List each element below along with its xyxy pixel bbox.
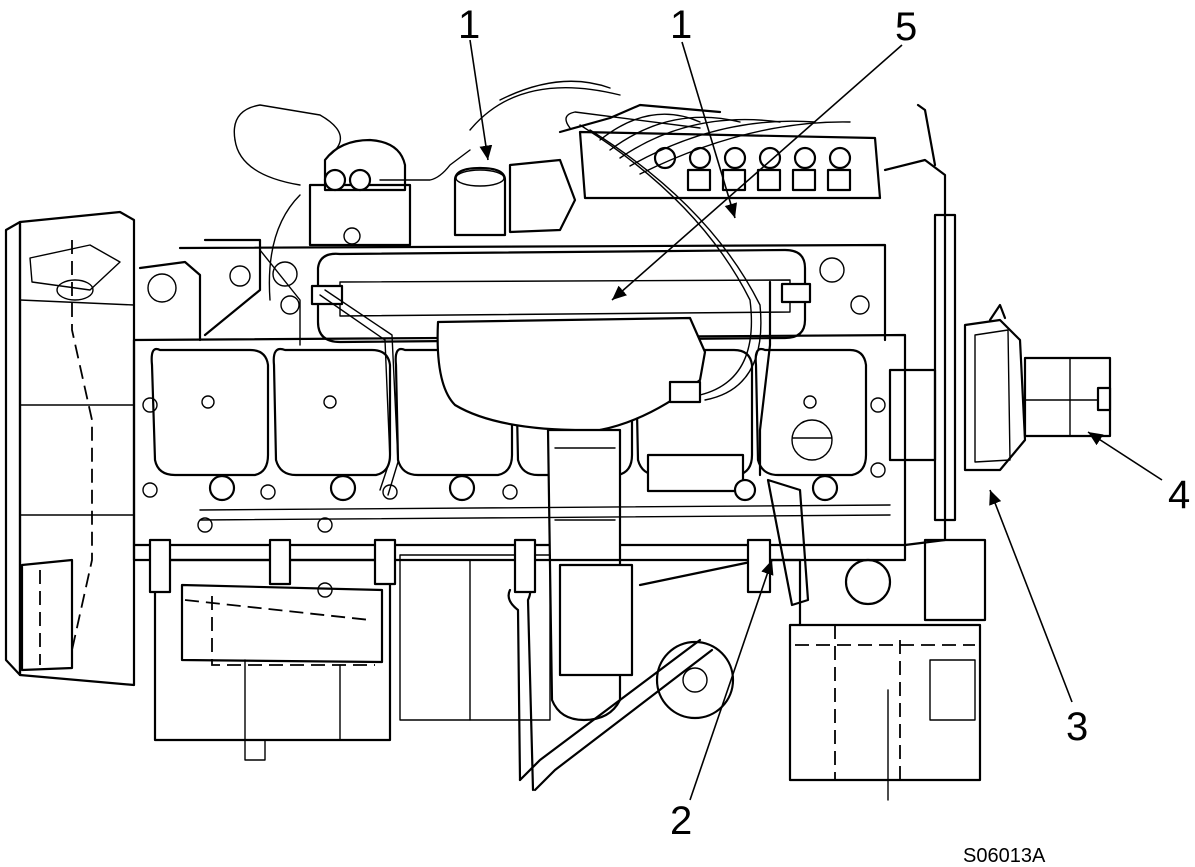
fuel-leak-off-line (319, 124, 762, 496)
leader-4 (1087, 431, 1163, 481)
callout-2: 2 (670, 799, 692, 843)
starter-motor (20, 558, 392, 761)
intake-manifold (272, 248, 870, 344)
callout-leaders (469, 39, 1163, 801)
fuel-filter (453, 80, 621, 237)
fuel-injection-pump (558, 103, 882, 200)
air-intake-duct (436, 316, 745, 722)
callout-1-left: 1 (458, 3, 480, 47)
callout-4: 4 (1168, 473, 1190, 517)
callout-1-right: 1 (670, 3, 692, 47)
leader-1-right (681, 41, 737, 219)
figure-reference-code: S06013A (963, 845, 1046, 867)
leader-3 (989, 489, 1073, 703)
injectors (142, 397, 891, 533)
callout-labels: 1 1 5 4 3 2 (458, 3, 1190, 843)
leader-1-left (469, 39, 493, 161)
leader-2 (689, 559, 774, 801)
callout-3: 3 (1066, 705, 1088, 749)
callout-5: 5 (895, 5, 917, 49)
alternator (788, 538, 987, 801)
flywheel-housing (4, 210, 136, 687)
thermostat-housing (233, 104, 471, 301)
front-pulleys (883, 103, 1112, 547)
leader-5 (611, 44, 903, 301)
lower-block (132, 280, 907, 607)
